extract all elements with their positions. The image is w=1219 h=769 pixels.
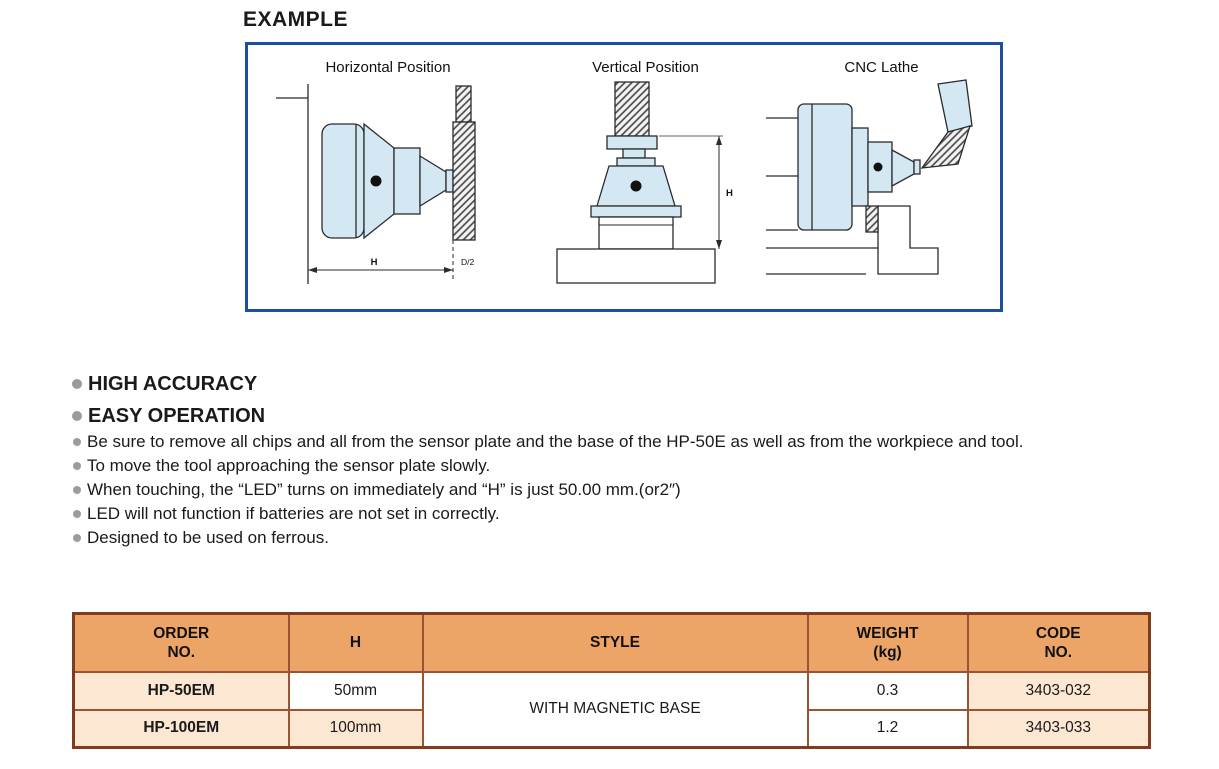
cell-h: 50mm: [287, 670, 424, 711]
header-line: NO.: [1044, 643, 1073, 661]
bullet-icon: [73, 486, 81, 494]
led-indicator-dot: [630, 180, 641, 192]
feature-item: HIGH ACCURACY: [72, 368, 265, 400]
diagram-section-vertical: Vertical Position H: [528, 59, 763, 309]
header-line: WEIGHT: [856, 624, 919, 642]
note-item: Be sure to remove all chips and all from…: [72, 430, 1138, 454]
vertical-position-diagram: H: [555, 81, 733, 284]
diagram-label-vertical: Vertical Position: [592, 59, 699, 76]
header-line: STYLE: [590, 634, 640, 652]
note-text: Be sure to remove all chips and all from…: [87, 432, 1024, 451]
note-item: When touching, the “LED” turns on immedi…: [72, 478, 1138, 502]
turret-bracket: [876, 205, 939, 275]
bullet-icon: [73, 462, 81, 470]
note-list: Be sure to remove all chips and all from…: [72, 430, 1138, 550]
tool-body: [613, 81, 650, 137]
cutting-tool: [920, 125, 971, 169]
header-line: CODE: [1035, 624, 1081, 642]
led-indicator-dot: [873, 162, 882, 172]
bullet-icon: [73, 534, 81, 542]
tool-holder: [936, 79, 973, 133]
dim-label-h-vertical: H: [726, 188, 733, 199]
dim-label-h-horizontal: H: [371, 257, 378, 268]
cell-code-no: 3403-032: [966, 670, 1151, 711]
table-row: HP-100EM 100mm 1.2 3403-033: [72, 708, 1151, 749]
header-line: H: [349, 634, 362, 652]
horizontal-position-diagram: H D/2: [276, 84, 476, 284]
note-item: To move the tool approaching the sensor …: [72, 454, 1138, 478]
feature-item: EASY OPERATION: [72, 400, 265, 432]
diagram-panel: Horizontal Position H D/2 Vertical Posit…: [245, 42, 1003, 312]
machine-table: [555, 248, 716, 284]
diagram-section-cnc: CNC Lathe: [763, 59, 1000, 309]
diagram-label-cnc: CNC Lathe: [844, 59, 919, 76]
cell-weight: 0.3: [806, 670, 969, 711]
note-text: When touching, the “LED” turns on immedi…: [87, 480, 681, 499]
bullet-icon: [72, 379, 82, 389]
bullet-icon: [72, 411, 82, 421]
cell-order-no: HP-100EM: [72, 708, 290, 749]
cell-style: WITH MAGNETIC BASE: [421, 670, 809, 749]
dim-label-d2: D/2: [461, 257, 475, 267]
header-line: ORDER: [153, 624, 210, 642]
led-indicator-dot: [370, 175, 382, 187]
note-text: Designed to be used on ferrous.: [87, 528, 329, 547]
note-text: LED will not function if batteries are n…: [87, 504, 500, 523]
diagram-label-horizontal: Horizontal Position: [325, 59, 451, 76]
cell-code-no: 3403-033: [966, 708, 1151, 749]
col-header-weight: WEIGHT(kg): [806, 612, 969, 673]
bullet-icon: [73, 438, 81, 446]
example-heading: EXAMPLE: [243, 8, 349, 31]
note-item: LED will not function if batteries are n…: [72, 502, 1138, 526]
cell-h: 100mm: [287, 708, 424, 749]
tool-body: [452, 121, 476, 241]
cnc-lathe-diagram: [765, 79, 973, 275]
diagram-section-horizontal: Horizontal Position H D/2: [248, 59, 528, 309]
header-line: (kg): [873, 643, 902, 661]
feature-label: HIGH ACCURACY: [88, 372, 258, 395]
feature-label: EASY OPERATION: [88, 404, 266, 427]
note-text: To move the tool approaching the sensor …: [87, 456, 491, 475]
cell-order-no: HP-50EM: [72, 670, 290, 711]
note-item: Designed to be used on ferrous.: [72, 526, 1138, 550]
tool-shank: [455, 85, 472, 123]
bullet-icon: [73, 510, 81, 518]
table-row: HP-50EM 50mm WITH MAGNETIC BASE 0.3 3403…: [72, 670, 1151, 749]
col-header-h: H: [287, 612, 424, 673]
lathe-chuck: [796, 103, 853, 231]
col-header-style: STYLE: [421, 612, 809, 673]
header-line: NO.: [167, 643, 196, 661]
feature-list: HIGH ACCURACY EASY OPERATION: [72, 368, 265, 432]
cell-weight: 1.2: [806, 708, 969, 749]
